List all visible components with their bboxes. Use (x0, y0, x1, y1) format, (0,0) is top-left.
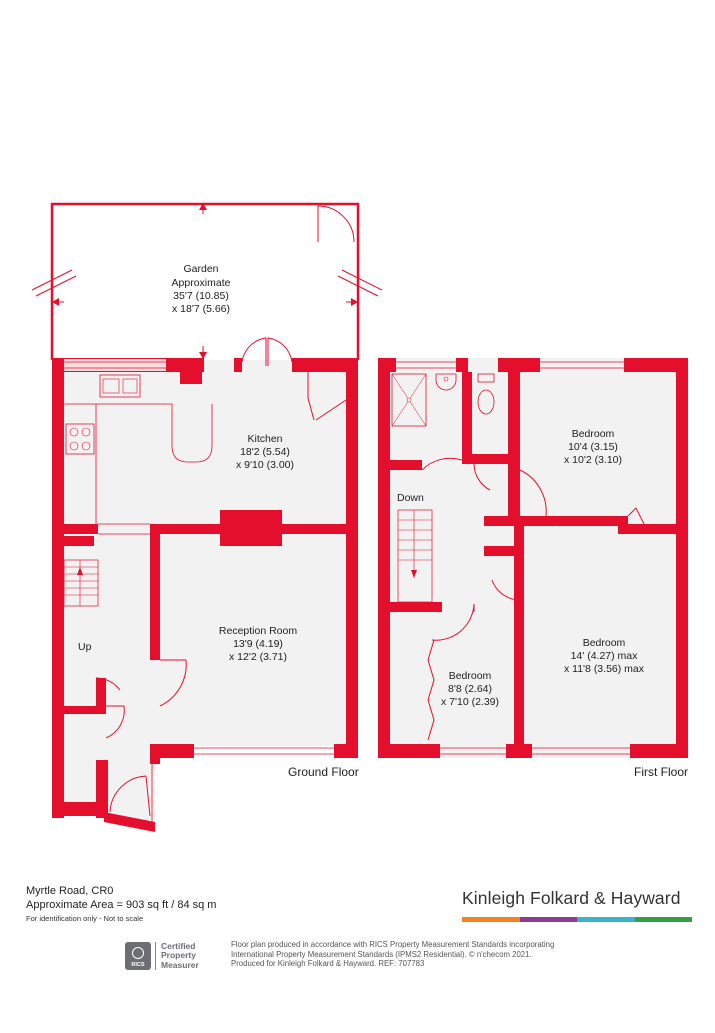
rics-certified-text: Certified Property Measurer (155, 940, 199, 971)
kitchen-size1: 18'2 (5.54) (240, 446, 290, 458)
bedroom3-name: Bedroom (449, 670, 492, 682)
approximate-area: Approximate Area = 903 sq ft / 84 sq m (26, 899, 217, 911)
garden-size1: 35'7 (10.85) (173, 290, 229, 302)
ground-floor-label: Ground Floor (288, 765, 359, 779)
stairs-down-label: Down (397, 492, 424, 504)
disclaimer-line1: Floor plan produced in accordance with R… (231, 940, 555, 949)
disclaimer-text: Floor plan produced in accordance with R… (231, 940, 554, 969)
rics-line1: Certified (161, 940, 196, 951)
reception-name: Reception Room (219, 625, 297, 637)
brand-bar-purple (519, 917, 577, 922)
first-floor (378, 358, 688, 758)
bedroom2-name: Bedroom (583, 637, 626, 649)
garden (31, 202, 383, 360)
brand-color-bar (462, 917, 692, 922)
bedroom2-size1: 14' (4.27) max (571, 650, 639, 662)
bedroom2-size2: x 11'8 (3.56) max (564, 663, 645, 675)
property-address: Myrtle Road, CR0 (26, 885, 114, 897)
rics-badge-icon: RICS (125, 942, 151, 970)
rics-certified-logo: RICS Certified Property Measurer (125, 941, 220, 971)
stairs-up-label: Up (78, 641, 92, 653)
identification-note: For identification only - Not to scale (26, 914, 144, 923)
brand-bar-orange (462, 917, 520, 922)
kitchen-size2: x 9'10 (3.00) (236, 459, 294, 471)
reception-size2: x 12'2 (3.71) (229, 651, 287, 663)
bedroom1-size2: x 10'2 (3.10) (564, 454, 622, 466)
brand-bar-green (634, 917, 692, 922)
bedroom3-size2: x 7'10 (2.39) (441, 696, 499, 708)
kitchen-name: Kitchen (247, 433, 282, 445)
first-floor-label: First Floor (634, 765, 688, 779)
disclaimer-line2: International Property Measurement Stand… (231, 949, 532, 959)
bedroom1-size1: 10'4 (3.15) (568, 441, 618, 453)
disclaimer-line3: Produced for Kinleigh Folkard & Hayward.… (231, 959, 425, 968)
garden-size2: x 18'7 (5.66) (172, 303, 230, 315)
property-address-block: Myrtle Road, CR0 Approximate Area = 903 … (26, 884, 216, 912)
garden-name: Garden (183, 263, 218, 275)
reception-size1: 13'9 (4.19) (233, 638, 283, 650)
rics-line3: Measurer (161, 959, 199, 970)
ground-floor (52, 337, 358, 832)
rics-line2: Property (161, 950, 196, 961)
brand-bar-teal (577, 917, 635, 922)
brand-name: Kinleigh Folkard & Hayward (462, 888, 681, 908)
bedroom3-size1: 8'8 (2.64) (448, 683, 492, 695)
rics-badge-text: RICS (131, 962, 145, 968)
bedroom1-name: Bedroom (572, 428, 615, 440)
garden-line2: Approximate (172, 277, 231, 289)
